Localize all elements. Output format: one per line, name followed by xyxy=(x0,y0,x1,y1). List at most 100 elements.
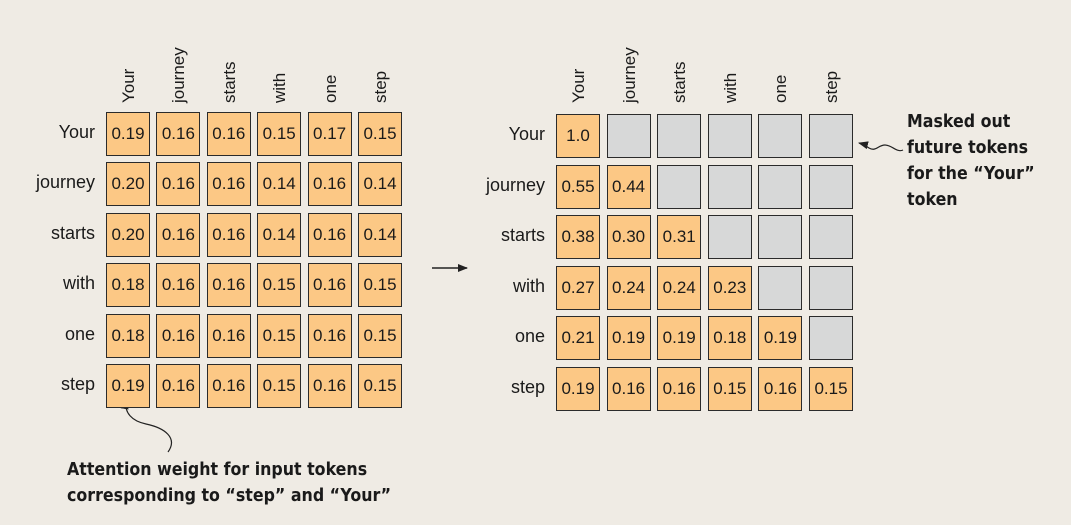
right-weight-cell: 0.19 xyxy=(606,316,651,361)
left-weight-cell: 0.16 xyxy=(156,263,201,308)
left-weight-cell: 0.16 xyxy=(206,364,251,408)
left-weight-cell: 0.14 xyxy=(257,212,302,257)
masked-pointer-arrow xyxy=(858,141,904,152)
left-col-label-one: one xyxy=(320,74,340,103)
right-weight-cell: 0.15 xyxy=(707,367,752,411)
right-col-label-one: one xyxy=(771,74,791,103)
right-masked-cell xyxy=(809,316,853,361)
right-row-label-with: with xyxy=(512,275,545,296)
left-weight-cell: 0.14 xyxy=(358,162,402,207)
left-weight-cell: 0.16 xyxy=(307,313,352,358)
left-row-label-starts: starts xyxy=(50,222,95,243)
attention-annotation-line-2: corresponding to “step” and “Your” xyxy=(67,485,392,506)
right-weight-cell: 0.31 xyxy=(657,215,702,260)
left-weight-cell: 0.18 xyxy=(106,313,150,358)
right-masked-cell xyxy=(758,164,803,209)
right-row-label-one: one xyxy=(514,326,545,347)
right-masked-cell xyxy=(809,215,853,260)
left-weight-cell: 0.15 xyxy=(257,112,302,156)
right-weight-cell: 0.21 xyxy=(556,316,600,361)
right-masked-cell xyxy=(707,114,752,158)
left-weight-cell: 0.16 xyxy=(156,212,201,257)
left-weight-cell: 0.19 xyxy=(106,364,150,408)
right-weight-cell: 0.38 xyxy=(556,215,600,260)
left-col-label-starts: starts xyxy=(219,61,239,103)
left-row-label-Your: Your xyxy=(58,122,95,142)
left-weight-cell: 0.16 xyxy=(156,162,201,207)
right-masked-cell xyxy=(758,114,803,158)
right-col-label-Your: Your xyxy=(569,68,588,103)
right-weight-cell: 0.55 xyxy=(556,164,600,209)
masked-annotation-line-4: token xyxy=(907,189,958,210)
right-masked-cell xyxy=(809,114,853,158)
left-row-label-with: with xyxy=(62,273,95,294)
right-weight-cell: 0.19 xyxy=(657,316,702,361)
masked-annotation-line-2: future tokens xyxy=(907,137,1029,158)
right-col-label-step: step xyxy=(822,70,841,103)
left-weight-cell: 0.16 xyxy=(307,212,352,257)
left-row-label-journey: journey xyxy=(35,172,95,193)
right-weight-cell: 0.16 xyxy=(657,367,702,411)
left-weight-cell: 0.16 xyxy=(156,313,201,358)
left-weight-cell: 0.15 xyxy=(358,313,402,358)
left-weight-cell: 0.16 xyxy=(307,263,352,308)
right-weight-cell: 0.30 xyxy=(606,215,651,260)
left-row-label-step: step xyxy=(60,374,95,394)
right-row-label-step: step xyxy=(510,377,545,397)
attention-weight-annotation: Attention weight for input tokens corres… xyxy=(67,457,391,509)
right-masked-cell xyxy=(707,215,752,260)
right-weight-cell: 0.16 xyxy=(758,367,803,411)
right-col-label-starts: starts xyxy=(670,61,690,103)
left-col-label-step: step xyxy=(371,70,390,103)
left-weight-cell: 0.15 xyxy=(358,112,402,156)
right-weight-cell: 0.15 xyxy=(809,367,853,411)
left-weight-cell: 0.16 xyxy=(206,112,251,156)
right-col-label-journey: journey xyxy=(619,47,639,103)
left-weight-cell: 0.16 xyxy=(206,313,251,358)
left-weight-cell: 0.15 xyxy=(358,364,402,408)
left-weight-cell: 0.15 xyxy=(257,313,302,358)
left-weight-cell: 0.16 xyxy=(206,162,251,207)
masked-annotation-line-3: for the “Your” xyxy=(907,163,1035,184)
right-masked-cell xyxy=(809,265,853,310)
left-weight-cell: 0.16 xyxy=(206,263,251,308)
left-weight-cell: 0.16 xyxy=(206,212,251,257)
attention-annotation-line-1: Attention weight for input tokens xyxy=(67,459,368,480)
left-weight-cell: 0.15 xyxy=(358,263,402,308)
right-weight-cell: 0.24 xyxy=(606,265,651,310)
left-weight-cell: 0.14 xyxy=(358,212,402,257)
right-row-label-starts: starts xyxy=(500,225,545,246)
right-weight-cell: 0.18 xyxy=(707,316,752,361)
left-weight-cell: 0.15 xyxy=(257,364,302,408)
left-weight-cell: 0.20 xyxy=(106,162,150,207)
masked-tokens-annotation: Masked out future tokens for the “Your” … xyxy=(907,109,1035,213)
right-weight-cell: 0.19 xyxy=(556,367,600,411)
left-weight-cell: 0.16 xyxy=(156,112,201,156)
left-weight-cell: 0.15 xyxy=(257,263,302,308)
right-masked-cell xyxy=(758,265,803,310)
right-weight-cell: 0.23 xyxy=(707,265,752,310)
right-weight-cell: 0.16 xyxy=(606,367,651,411)
right-weight-cell: 0.19 xyxy=(758,316,803,361)
masked-annotation-line-1: Masked out xyxy=(907,111,1011,132)
right-masked-cell xyxy=(657,164,702,209)
right-masked-cell xyxy=(606,114,651,158)
left-weight-cell: 0.16 xyxy=(156,364,201,408)
right-masked-cell xyxy=(707,164,752,209)
right-weight-cell: 0.44 xyxy=(606,164,651,209)
left-weight-cell: 0.14 xyxy=(257,162,302,207)
left-weight-cell: 0.19 xyxy=(106,112,150,156)
right-masked-cell xyxy=(809,164,853,209)
left-weight-cell: 0.20 xyxy=(106,212,150,257)
left-col-label-Your: Your xyxy=(119,68,138,103)
left-weight-cell: 0.17 xyxy=(307,112,352,156)
right-weight-cell: 1.0 xyxy=(556,114,600,158)
right-row-label-Your: Your xyxy=(508,124,545,144)
right-row-label-journey: journey xyxy=(485,174,545,195)
left-col-label-with: with xyxy=(270,72,290,103)
right-weight-cell: 0.24 xyxy=(657,265,702,310)
left-weight-cell: 0.16 xyxy=(307,364,352,408)
left-col-label-journey: journey xyxy=(169,47,189,103)
attention-pointer-arrow xyxy=(120,399,173,453)
